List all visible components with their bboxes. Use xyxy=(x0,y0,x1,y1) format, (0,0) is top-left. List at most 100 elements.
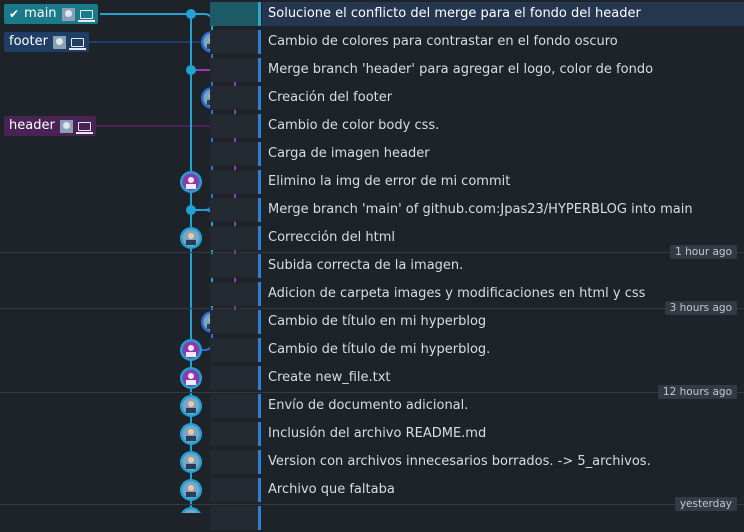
commit-row[interactable]: Creación del footer xyxy=(0,84,744,112)
row-shade xyxy=(210,170,260,194)
commit-message: Merge branch 'main' of github.com:Jpas23… xyxy=(268,202,693,217)
row-shade xyxy=(210,310,260,334)
commit-message: Envío de documento adicional. xyxy=(268,398,469,413)
commit-row[interactable]: Cambio de título en mi hyperblog xyxy=(0,308,744,336)
commit-avatar-node[interactable] xyxy=(180,395,202,417)
merge-commit-node[interactable] xyxy=(186,65,196,75)
row-shade xyxy=(210,478,260,502)
time-separator xyxy=(0,252,744,253)
row-accent xyxy=(258,338,261,362)
row-shade xyxy=(210,30,260,54)
commit-avatar-node[interactable] xyxy=(180,507,202,513)
branch-tag-header[interactable]: header xyxy=(4,116,96,136)
branch-label-header: header xyxy=(9,118,55,133)
row-accent xyxy=(258,142,261,166)
row-shade xyxy=(210,58,260,82)
commit-avatar-node[interactable] xyxy=(180,227,202,249)
commit-avatar-node[interactable] xyxy=(180,171,202,193)
row-shade xyxy=(210,282,260,306)
avatar-icon xyxy=(61,7,75,21)
time-separator xyxy=(0,504,744,505)
commit-message: Carga de imagen header xyxy=(268,146,430,161)
commit-message: Elimino la img de error de mi commit xyxy=(268,174,511,189)
commit-message: Corrección del html xyxy=(268,230,396,245)
row-accent xyxy=(258,366,261,390)
commit-row[interactable]: Corrección del html xyxy=(0,224,744,252)
row-shade xyxy=(210,394,260,418)
row-accent xyxy=(258,198,261,222)
time-label-2: 3 hours ago xyxy=(664,301,737,315)
row-accent xyxy=(258,394,261,418)
time-separator xyxy=(0,308,744,309)
commit-message: Cambio de título en mi hyperblog xyxy=(268,314,487,329)
time-label-1: 1 hour ago xyxy=(670,245,737,259)
row-accent xyxy=(258,226,261,250)
check-icon: ✔ xyxy=(9,7,20,21)
commit-message: Cambio de título de mi hyperblog. xyxy=(268,342,491,357)
row-shade xyxy=(210,226,260,250)
commit-avatar-node[interactable] xyxy=(180,339,202,361)
commit-message: Cambio de colores para contrastar en el … xyxy=(268,34,618,49)
commit-row[interactable]: Carga de imagen header xyxy=(0,140,744,168)
commit-message: Adicion de carpeta images y modificacion… xyxy=(268,286,646,301)
time-separator xyxy=(0,392,744,393)
row-shade xyxy=(210,142,260,166)
commit-message: Merge branch 'header' para agregar el lo… xyxy=(268,62,654,77)
commit-row[interactable]: Subida correcta de la imagen. xyxy=(0,252,744,280)
row-shade xyxy=(210,506,260,530)
row-shade xyxy=(210,2,260,26)
time-label-3: 12 hours ago xyxy=(657,385,737,399)
commit-row[interactable]: Merge branch 'main' of github.com:Jpas23… xyxy=(0,196,744,224)
commit-row[interactable]: Cambio de colores para contrastar en el … xyxy=(0,28,744,56)
row-accent xyxy=(258,30,261,54)
row-accent xyxy=(258,254,261,278)
commit-message: Archivo que faltaba xyxy=(268,482,395,497)
laptop-icon xyxy=(75,121,93,134)
commit-message: Creación del footer xyxy=(268,90,393,105)
commit-row[interactable]: Envío de documento adicional. xyxy=(0,392,744,420)
commit-row[interactable]: Cambio de color body css. xyxy=(0,112,744,140)
commit-row[interactable]: Inclusión del archivo README.md xyxy=(0,420,744,448)
avatar-icon xyxy=(59,119,73,133)
commit-row[interactable]: Merge branch 'header' para agregar el lo… xyxy=(0,56,744,84)
row-accent xyxy=(258,2,261,26)
row-accent xyxy=(258,282,261,306)
commit-message: Solucione el conflicto del merge para el… xyxy=(262,2,744,26)
branch-tag-footer[interactable]: footer xyxy=(4,32,89,52)
avatar-icon xyxy=(52,35,66,49)
row-accent xyxy=(258,478,261,502)
row-accent xyxy=(258,86,261,110)
commit-row[interactable] xyxy=(0,504,744,532)
row-shade xyxy=(210,366,260,390)
laptop-icon xyxy=(68,37,86,50)
row-accent xyxy=(258,450,261,474)
commit-avatar-node[interactable] xyxy=(180,479,202,501)
row-shade xyxy=(210,450,260,474)
row-accent xyxy=(258,422,261,446)
commit-message: Version con archivos innecesarios borrad… xyxy=(268,454,651,469)
merge-commit-node[interactable] xyxy=(186,9,196,19)
commit-row[interactable]: Adicion de carpeta images y modificacion… xyxy=(0,280,744,308)
row-shade xyxy=(210,198,260,222)
commit-avatar-node[interactable] xyxy=(180,367,202,389)
branch-label-main: main xyxy=(24,6,57,21)
commit-message: Create new_file.txt xyxy=(268,370,391,385)
commit-avatar-node[interactable] xyxy=(180,423,202,445)
commit-message: Subida correcta de la imagen. xyxy=(268,258,464,273)
commit-row[interactable]: Archivo que faltaba xyxy=(0,476,744,504)
branch-tag-main[interactable]: ✔ main xyxy=(4,4,98,24)
commit-row[interactable]: Solucione el conflicto del merge para el… xyxy=(0,0,744,28)
row-accent xyxy=(258,58,261,82)
commit-row[interactable]: Version con archivos innecesarios borrad… xyxy=(0,448,744,476)
merge-commit-node[interactable] xyxy=(186,205,196,215)
row-accent xyxy=(258,310,261,334)
commit-row[interactable]: Create new_file.txt xyxy=(0,364,744,392)
row-shade xyxy=(210,254,260,278)
row-accent xyxy=(258,114,261,138)
commit-avatar-node[interactable] xyxy=(180,451,202,473)
commit-row[interactable]: Elimino la img de error de mi commit xyxy=(0,168,744,196)
laptop-icon xyxy=(77,9,95,22)
commit-row[interactable]: Cambio de título de mi hyperblog. xyxy=(0,336,744,364)
commit-message: Cambio de color body css. xyxy=(268,118,440,133)
row-shade xyxy=(210,86,260,110)
